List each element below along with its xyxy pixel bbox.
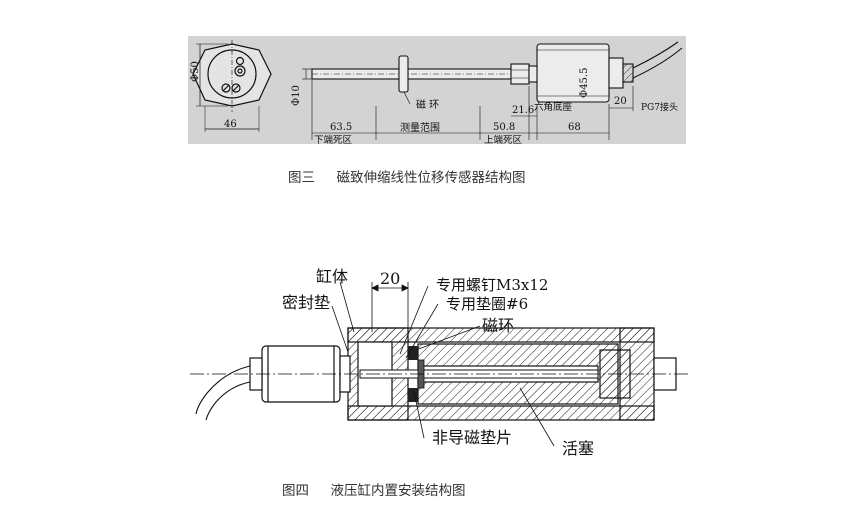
label-measure-range: 测量范围 bbox=[400, 121, 440, 134]
label-magnet-ring-f4: 磁环 bbox=[482, 316, 514, 335]
figure4-drawing: 20 缸体 密封垫 专用螺钉M3x12 专用垫圈#6 磁环 非导磁垫片 活塞 bbox=[190, 267, 690, 458]
magnet-ring-f4 bbox=[408, 346, 418, 402]
magnet-ring bbox=[398, 55, 409, 93]
label-lower-dead-zone: 下端死区 bbox=[314, 134, 353, 144]
label-dim20: 20 bbox=[380, 269, 400, 288]
label-magnet-ring-f3: 磁 环 bbox=[416, 98, 439, 111]
label-w46: 46 bbox=[224, 119, 237, 130]
label-len20: 20 bbox=[614, 96, 627, 107]
pg7-connector bbox=[608, 57, 624, 89]
sensor-cable-f4 bbox=[195, 365, 251, 421]
label-piston: 活塞 bbox=[562, 439, 594, 458]
label-d10: Φ10 bbox=[291, 85, 302, 106]
label-nonmag-spacer: 非导磁垫片 bbox=[432, 428, 512, 447]
label-d455: Φ45.5 bbox=[579, 68, 590, 98]
label-len216: 21.6 bbox=[512, 105, 534, 116]
label-len508: 50.8 bbox=[493, 122, 515, 133]
label-hex-base: 六角底座 bbox=[534, 101, 573, 113]
cylinder-wall bbox=[347, 327, 655, 421]
label-screw: 专用螺钉M3x12 bbox=[436, 276, 548, 294]
label-upper-dead-zone: 上端死区 bbox=[484, 134, 523, 144]
label-pg7: PG7接头 bbox=[641, 101, 678, 113]
label-cylinder-body: 缸体 bbox=[316, 267, 348, 286]
figure3-caption: 图三 磁致伸缩线性位移传感器结构图 bbox=[288, 170, 526, 186]
label-len68: 68 bbox=[568, 122, 581, 133]
sensor-cable bbox=[632, 41, 683, 79]
sensor-rod bbox=[311, 43, 634, 103]
label-seal-gasket: 密封垫 bbox=[282, 293, 330, 312]
label-d50: Φ50 bbox=[190, 61, 201, 82]
label-len635: 63.5 bbox=[330, 122, 352, 133]
figure4-caption: 图四 液压缸内置安装结构图 bbox=[282, 483, 466, 499]
hex-end-view bbox=[192, 40, 272, 132]
sensor-head bbox=[536, 43, 610, 103]
figure3-drawing: Φ50 46 Φ10 磁 环 Φ45.5 bbox=[188, 36, 686, 144]
label-washer: 专用垫圈#6 bbox=[446, 295, 528, 313]
